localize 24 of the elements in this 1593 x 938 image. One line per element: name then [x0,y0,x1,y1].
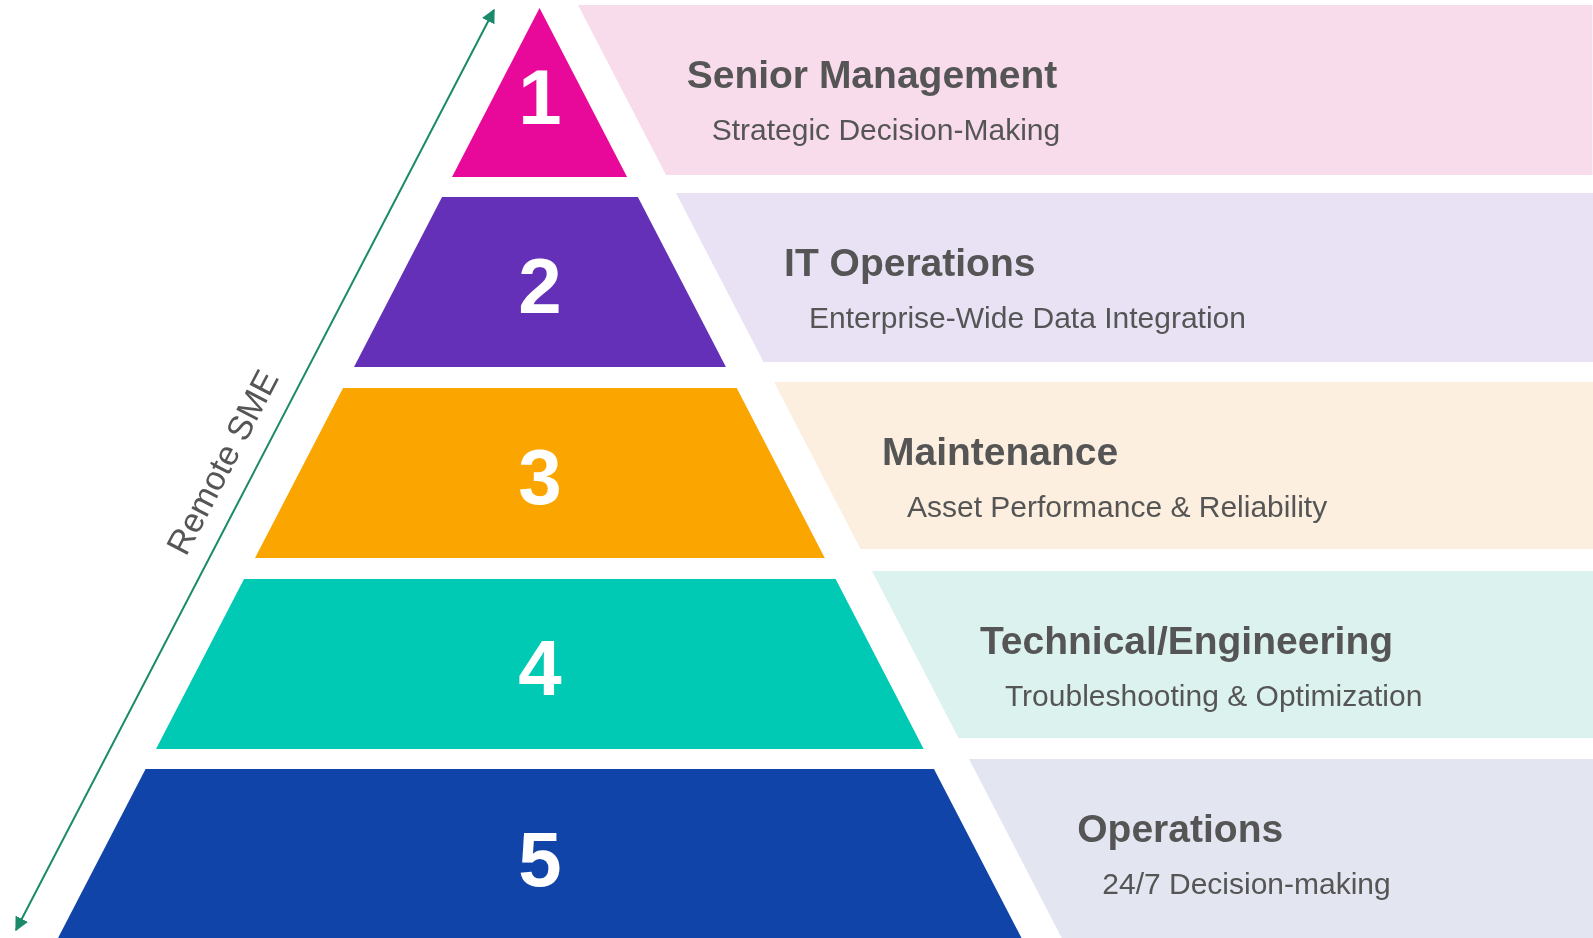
tier-number: 2 [518,247,562,325]
tier-description: Troubleshooting & Optimization [1004,681,1423,711]
pyramid-tier [156,579,924,749]
tier-band [675,193,1593,362]
tier-heading: Maintenance [881,432,1119,471]
pyramid-tier [57,769,1023,938]
tier-heading: Technical/Engineering [979,621,1394,660]
tier-heading: Senior Management [686,55,1058,94]
tier-description: 24/7 Decision-making [1102,869,1391,899]
tier-number: 1 [518,57,562,136]
tier-description: Strategic Decision-Making [711,115,1061,145]
tier-number: 4 [518,629,562,707]
tier-heading: Operations [1077,809,1284,848]
pyramid-tier [452,8,628,177]
tier-band [969,759,1593,938]
tier-number: 3 [518,438,562,516]
tier-description: Enterprise-Wide Data Integration [809,303,1246,333]
tier-band [871,571,1593,738]
pyramid-tier [354,197,726,367]
tier-description: Asset Performance & Reliability [906,492,1328,522]
tier-band [578,5,1593,175]
tier-band [773,382,1593,549]
tier-heading: IT Operations [784,243,1036,282]
tier-number: 5 [518,819,562,898]
